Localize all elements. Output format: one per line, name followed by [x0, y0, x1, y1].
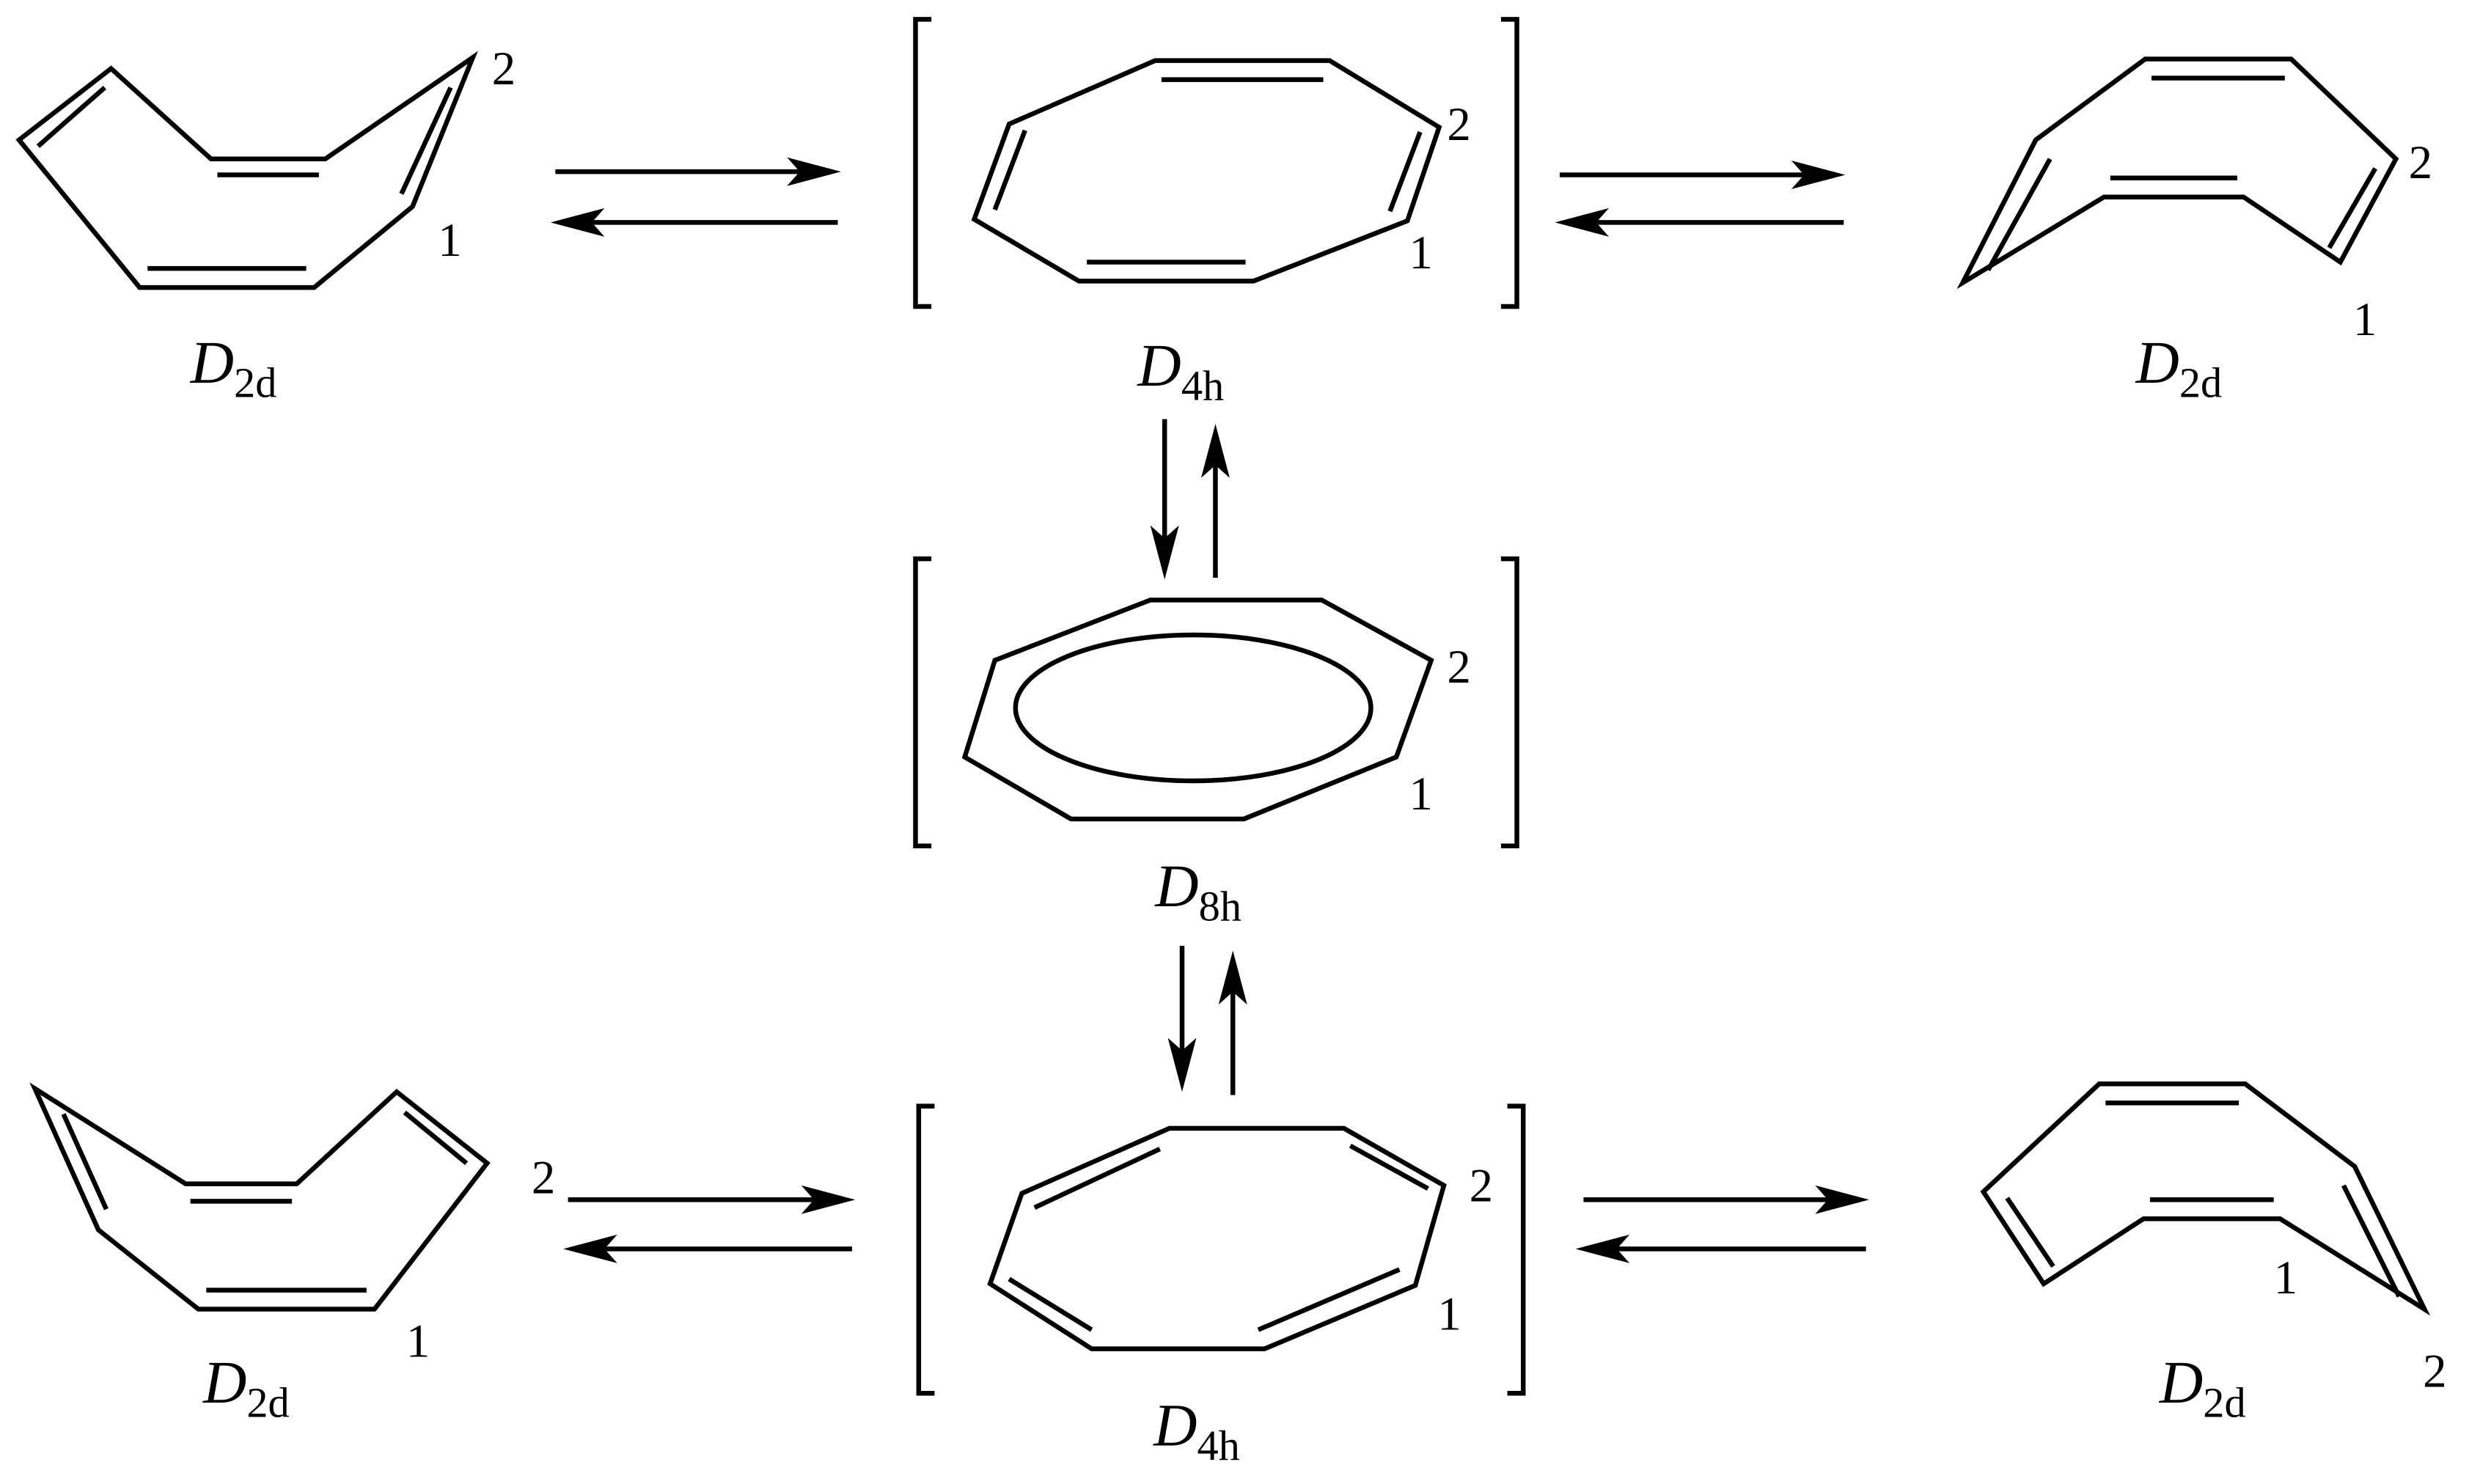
structure-middle: 2 1 D8h — [913, 556, 1519, 930]
structure-bottom-left: 2 1 D2d — [29, 1082, 555, 1427]
locant-1: 1 — [438, 214, 461, 267]
locant-1: 1 — [2274, 1252, 2297, 1304]
ring-top-right — [1956, 56, 2399, 290]
point-group-label: D4h — [1137, 332, 1224, 409]
locant-1: 1 — [406, 1315, 430, 1367]
structure-top-right: 2 1 D2d — [1956, 56, 2432, 406]
locant-1: 1 — [1409, 768, 1432, 820]
double-bonds-bottom-right — [2005, 1101, 2402, 1298]
right-bracket — [1500, 17, 1519, 309]
ring-bottom-right — [1980, 1081, 2431, 1316]
double-bonds-top-right — [1986, 76, 2377, 271]
ring-middle — [961, 598, 1434, 822]
point-group-label: D2d — [202, 1349, 290, 1426]
equilibrium-arrows-top-left — [550, 157, 841, 237]
structure-top-center: 2 1 D4h — [913, 17, 1519, 410]
equilibrium-arrows-bottom-left — [563, 1185, 856, 1263]
locant-2: 2 — [1447, 641, 1470, 694]
right-bracket — [1507, 1103, 1526, 1396]
ring-bottom-center — [987, 1125, 1447, 1351]
left-bracket — [913, 17, 932, 309]
left-bracket — [913, 556, 932, 848]
locant-2: 2 — [1470, 1159, 1493, 1212]
point-group-label: D8h — [1154, 853, 1241, 930]
double-bonds-bottom-center — [1008, 1143, 1429, 1332]
locant-2: 2 — [532, 1152, 555, 1205]
structure-bottom-center: 2 1 D4h — [916, 1103, 1526, 1469]
locant-2: 2 — [492, 43, 516, 95]
ring-top-left — [15, 51, 478, 290]
locant-1: 1 — [1409, 227, 1432, 279]
equilibrium-arrows-top-right — [1555, 160, 1846, 237]
locant-1: 1 — [2353, 293, 2377, 346]
point-group-label: D2d — [2159, 1349, 2246, 1426]
left-bracket — [916, 1103, 935, 1396]
locant-1: 1 — [1437, 1288, 1461, 1341]
point-group-label: D2d — [2135, 329, 2222, 406]
equilibrium-arrows-bottom-right — [1575, 1185, 1869, 1263]
locant-2: 2 — [2423, 1345, 2446, 1398]
structure-top-left: 2 1 D2d — [15, 43, 516, 406]
right-bracket — [1500, 556, 1519, 848]
delocalization-circle — [1013, 632, 1373, 784]
locant-2: 2 — [2409, 136, 2432, 189]
ring-bottom-left — [29, 1082, 491, 1312]
locant-2: 2 — [1447, 98, 1470, 151]
double-bonds-bottom-left — [61, 1110, 469, 1293]
equilibrium-arrows-lower-vertical — [1167, 946, 1247, 1095]
point-group-label: D2d — [190, 329, 277, 406]
double-bonds-top-center — [992, 77, 1423, 265]
equilibrium-arrows-upper-vertical — [1150, 419, 1230, 580]
double-bonds-top-left — [36, 86, 453, 271]
point-group-label: D4h — [1153, 1392, 1240, 1469]
ring-top-center — [971, 58, 1442, 284]
structure-bottom-right: 1 2 D2d — [1980, 1081, 2447, 1427]
